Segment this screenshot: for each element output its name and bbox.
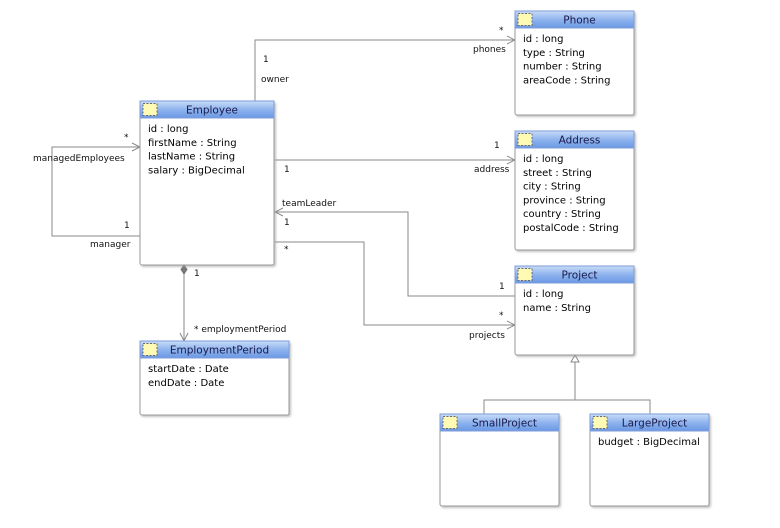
address-class-name: Address — [559, 135, 601, 147]
phone-attribute: type : String — [523, 48, 585, 59]
class-stereotype-icon — [517, 13, 533, 26]
employment-period-attribute: startDate : Date — [148, 364, 229, 375]
employee-attribute: firstName : String — [148, 138, 237, 149]
phone-attribute: number : String — [523, 62, 602, 73]
project-attribute: id : long — [523, 289, 563, 300]
small-project-class-box[interactable]: SmallProject — [439, 413, 560, 507]
address-attribute: province : String — [523, 195, 606, 206]
class-stereotype-icon — [442, 416, 458, 429]
address-role-label: address — [474, 165, 510, 175]
large-project-class-header — [589, 413, 710, 432]
employee-attribute: id : long — [148, 124, 188, 135]
class-stereotype-icon — [517, 133, 533, 146]
projects-source-multiplicity: * — [284, 245, 289, 255]
phone-class-name: Phone — [563, 15, 596, 27]
manager-role-label: manager — [90, 240, 131, 250]
managed-employees-association — [51, 147, 140, 237]
address-attribute: postalCode : String — [523, 223, 619, 234]
managed-employees-multiplicity: * — [124, 133, 129, 143]
address-class-box[interactable]: Address id : long street : String city : St… — [514, 130, 635, 251]
address-target-multiplicity: 1 — [494, 141, 500, 151]
employment-period-attribute: endDate : Date — [148, 378, 224, 389]
projects-role-label: projects — [469, 331, 505, 341]
manager-multiplicity: 1 — [124, 221, 130, 231]
phone-attribute: id : long — [523, 34, 563, 45]
employee-attribute: salary : BigDecimal — [148, 165, 245, 176]
large-project-class-name: LargeProject — [622, 418, 687, 430]
team-leader-association — [275, 212, 515, 297]
inheritance-triangle-icon — [570, 353, 580, 363]
address-attribute: country : String — [523, 209, 601, 220]
phones-role-label: phones — [473, 45, 506, 55]
address-attribute: street : String — [523, 168, 592, 179]
team-leader-role-label: teamLeader — [282, 199, 337, 209]
project-class-name: Project — [562, 270, 598, 282]
project-class-box[interactable]: Project id : long name : String — [514, 265, 635, 356]
employee-attribute: lastName : String — [148, 152, 235, 163]
managed-employees-role-label: managedEmployees — [33, 154, 125, 164]
owner-multiplicity: 1 — [263, 55, 269, 65]
large-project-attribute: budget : BigDecimal — [598, 437, 700, 448]
project-attribute: name : String — [523, 303, 591, 314]
class-stereotype-icon — [142, 103, 158, 116]
employment-period-class-header — [139, 340, 290, 359]
employment-period-class-name: EmploymentPeriod — [170, 345, 269, 357]
phone-class-header — [514, 10, 635, 29]
employment-period-source-multiplicity: 1 — [194, 269, 200, 279]
owner-role-label: owner — [261, 75, 289, 85]
address-class-header — [514, 130, 635, 149]
class-stereotype-icon — [592, 416, 608, 429]
employment-period-class-box[interactable]: EmploymentPeriod startDate : Date endDate … — [139, 340, 290, 416]
team-leader-source-multiplicity: 1 — [284, 218, 290, 228]
projects-association — [275, 241, 515, 325]
phone-attribute: areaCode : String — [523, 75, 610, 86]
composition-diamond-icon — [180, 264, 188, 275]
phones-multiplicity: * — [499, 26, 504, 36]
projects-target-multiplicity: * — [499, 311, 504, 321]
project-class-header — [514, 265, 635, 284]
employment-period-role-label: * employmentPeriod — [194, 325, 286, 335]
team-leader-target-multiplicity: 1 — [499, 282, 505, 292]
employee-class-name: Employee — [186, 105, 238, 117]
class-stereotype-icon — [142, 343, 158, 356]
employee-class-header — [139, 100, 275, 119]
small-project-class-header — [439, 413, 560, 432]
address-attribute: city : String — [523, 182, 581, 193]
address-attribute: id : long — [523, 154, 563, 165]
small-project-class-name: SmallProject — [472, 418, 537, 430]
inheritance-connector — [483, 361, 651, 414]
address-source-multiplicity: 1 — [284, 165, 290, 175]
employee-class-box[interactable]: Employee id : long firstName : String lastN… — [139, 100, 275, 266]
class-stereotype-icon — [517, 268, 533, 281]
phones-association — [254, 40, 515, 101]
large-project-class-box[interactable]: LargeProject budget : BigDecimal — [589, 413, 710, 507]
